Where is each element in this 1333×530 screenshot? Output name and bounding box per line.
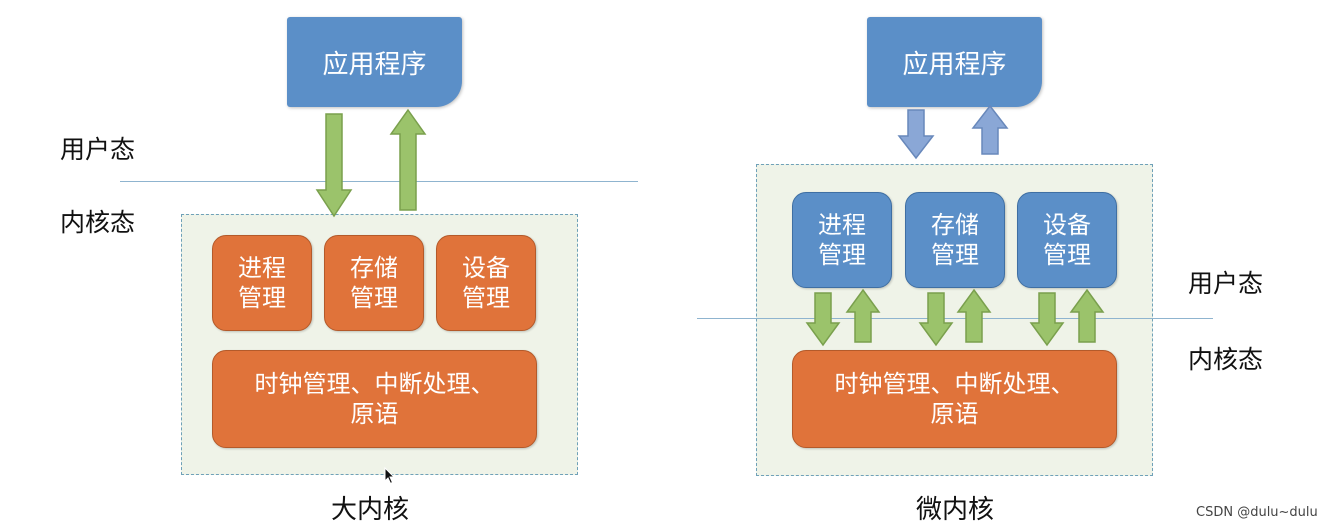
left-core-module: 时钟管理、中断处理、 原语 [212,350,537,448]
left-module-process-line2: 管理 [238,284,286,312]
left-module-process-line1: 进程 [238,254,286,282]
right-module-storage-line1: 存储 [931,211,979,239]
left-caption: 大内核 [330,495,409,525]
right-module-storage: 存储 管理 [905,192,1005,288]
right-arrow-up-icon [971,104,1009,155]
right-process-arrow-up-icon [845,288,881,343]
left-arrow-up-icon [389,108,427,211]
left-kernel-mode-label: 内核态 [60,208,136,237]
right-core-line1: 时钟管理、中断处理、 [834,370,1075,398]
left-core-line2: 原语 [350,400,399,428]
left-module-device-line2: 管理 [462,284,510,312]
right-device-arrow-up-icon [1069,288,1105,343]
left-module-device-line1: 设备 [462,254,510,282]
left-module-process: 进程 管理 [212,235,312,331]
right-mode-divider [697,318,1213,319]
left-module-device: 设备 管理 [436,235,536,331]
left-module-storage: 存储 管理 [324,235,424,331]
left-mode-divider [120,181,638,182]
right-module-process-line1: 进程 [818,211,866,239]
right-module-storage-line2: 管理 [931,241,979,269]
right-device-arrow-down-icon [1029,292,1065,347]
right-core-line2: 原语 [930,400,979,428]
right-storage-arrow-down-icon [918,292,954,347]
left-module-storage-line1: 存储 [350,254,398,282]
watermark: CSDN @dulu~dulu [1196,505,1318,520]
right-arrow-down-icon [897,109,935,160]
right-module-process: 进程 管理 [792,192,892,288]
right-caption: 微内核 [915,495,994,525]
left-module-storage-line2: 管理 [350,284,398,312]
right-module-device: 设备 管理 [1017,192,1117,288]
right-storage-arrow-up-icon [956,288,992,343]
right-app-box: 应用程序 [867,17,1042,107]
mouse-cursor-icon [384,467,396,485]
right-module-device-line1: 设备 [1043,211,1091,239]
left-user-mode-label: 用户态 [60,135,136,164]
right-module-process-line2: 管理 [818,241,866,269]
right-module-device-line2: 管理 [1043,241,1091,269]
right-process-arrow-down-icon [805,292,841,347]
left-app-box: 应用程序 [287,17,462,107]
left-core-line1: 时钟管理、中断处理、 [254,370,495,398]
right-kernel-mode-label: 内核态 [1188,345,1264,374]
right-core-module: 时钟管理、中断处理、 原语 [792,350,1117,448]
right-user-mode-label: 用户态 [1188,269,1264,298]
left-arrow-down-icon [315,113,353,218]
